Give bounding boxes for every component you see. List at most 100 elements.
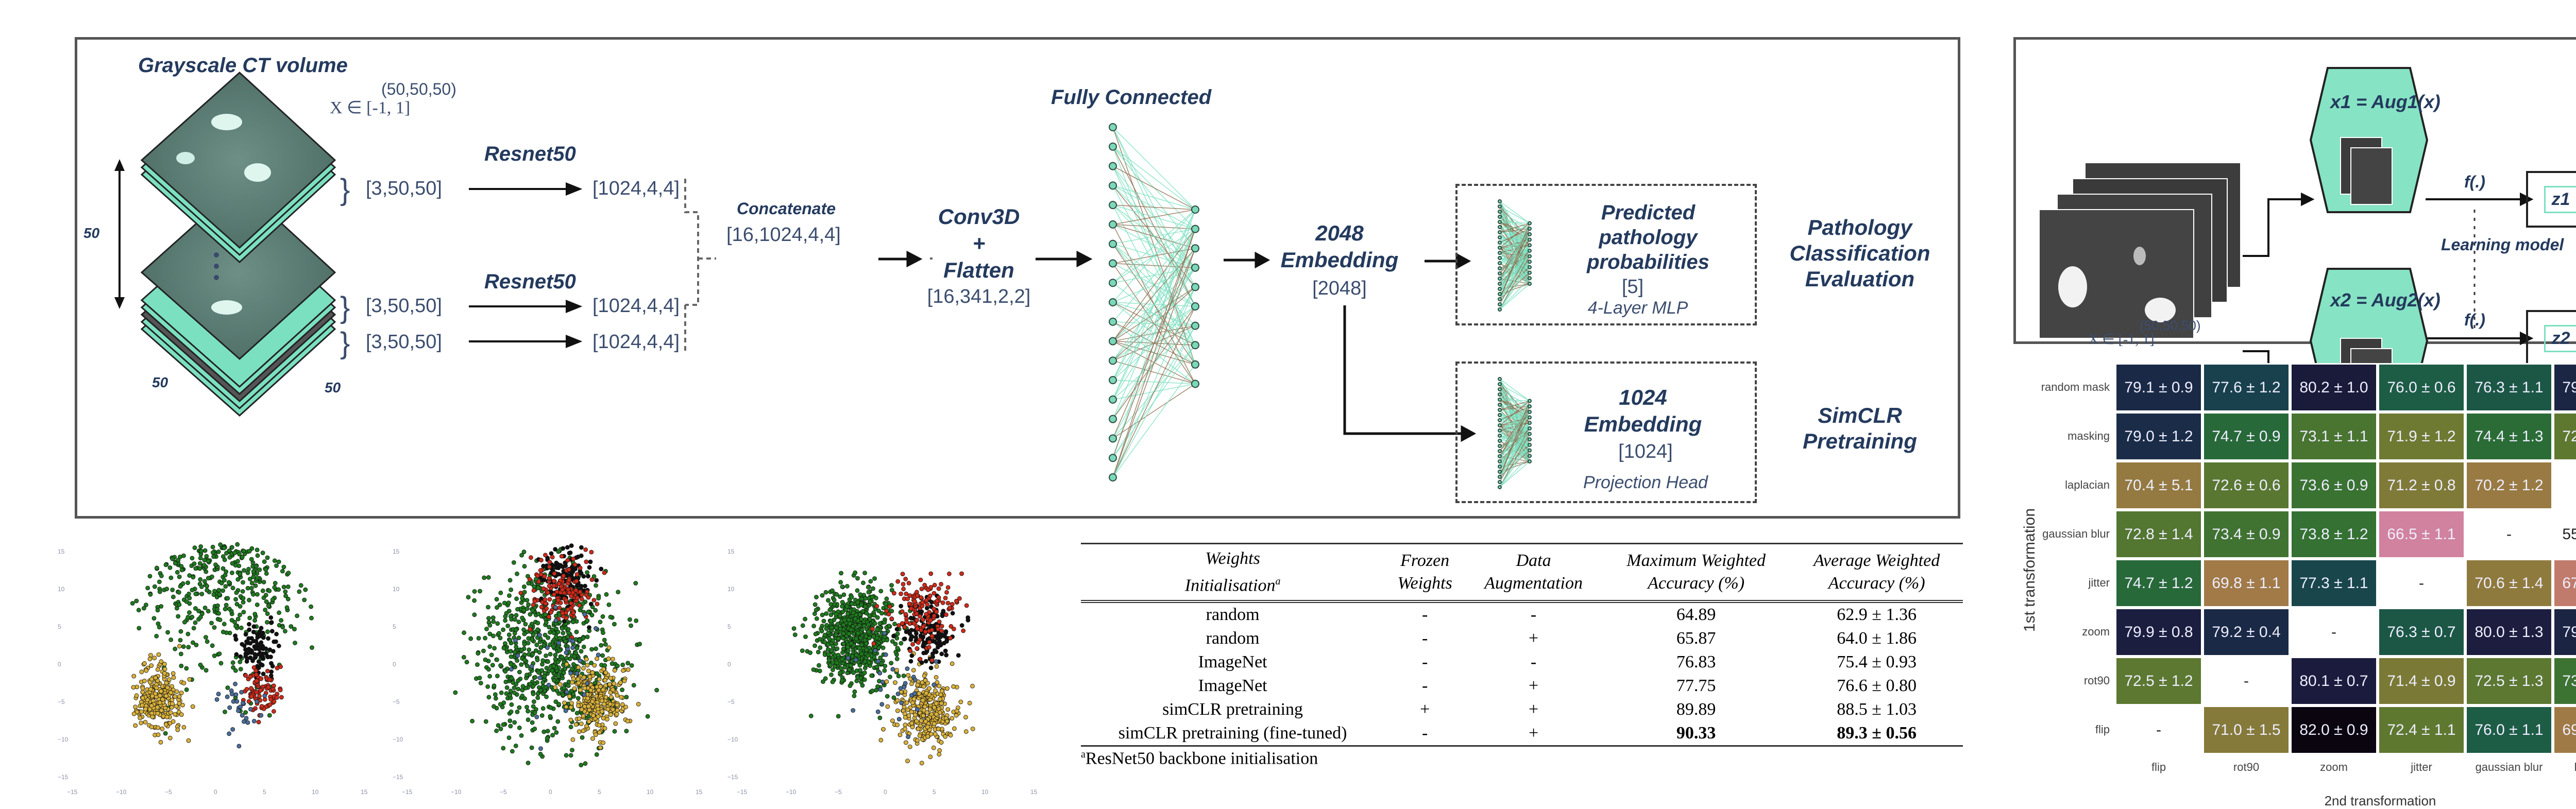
tsne-point [140, 685, 145, 691]
tsne-point [934, 609, 939, 614]
tsne-point [154, 685, 159, 691]
tsne-point [550, 733, 555, 738]
tsne-point [140, 690, 145, 695]
tsne-point [180, 581, 185, 586]
tsne-point [855, 600, 860, 605]
tsne-point [503, 669, 508, 674]
tsne-point [293, 641, 297, 645]
tsne-point [521, 608, 527, 613]
tsne-point [570, 748, 574, 753]
tsne-point [534, 714, 539, 719]
tsne-point [148, 686, 153, 692]
tsne-point [836, 636, 841, 641]
tsne-point [171, 675, 176, 680]
tsne-point [503, 679, 509, 684]
tsne-point [269, 620, 274, 625]
tsne-point [896, 674, 901, 679]
tsne-point [948, 624, 954, 629]
fc-connection [1499, 400, 1530, 426]
tsne-point [924, 598, 929, 603]
tsne-point [262, 697, 267, 702]
tsne-point [950, 716, 955, 721]
tsne-point [581, 728, 586, 733]
tsne-point [512, 685, 517, 691]
tsne-point [253, 639, 259, 644]
tsne-point [859, 651, 864, 657]
tsne-point [250, 658, 255, 663]
tsne-point [581, 714, 586, 718]
tsne-point [574, 583, 580, 588]
tsne-point [147, 707, 152, 712]
cell-init: random [1206, 605, 1260, 625]
tsne-point [875, 709, 880, 714]
tsne-point [791, 626, 796, 631]
tsne-point [173, 712, 178, 717]
tsne-point [257, 567, 262, 572]
tsne-point [240, 713, 245, 718]
fc-node [1498, 454, 1502, 458]
tsne-point [236, 708, 241, 713]
tsne-point [606, 656, 611, 661]
tsne-point [178, 584, 183, 589]
cell-max-acc: 65.87 [1676, 629, 1716, 648]
tsne-point [252, 652, 258, 657]
fc-connection [1499, 406, 1530, 410]
tsne-point [553, 699, 558, 704]
tsne-point [178, 554, 183, 559]
tsne-point [585, 618, 590, 623]
tsne-point [531, 699, 536, 704]
tsne-point [167, 565, 173, 570]
tsne-point [247, 627, 252, 632]
tsne-y-tick: 15 [58, 548, 65, 555]
fc-node [1528, 454, 1532, 458]
heatmap-cell: 82.0 ± 0.9 [2290, 705, 2378, 754]
tsne-point [175, 727, 180, 732]
tsne-point [956, 653, 961, 658]
tsne-point [173, 561, 178, 566]
tsne-point [574, 646, 580, 651]
tsne-point [591, 713, 596, 718]
tsne-point [217, 651, 222, 656]
tsne-point [522, 631, 527, 636]
tsne-point [879, 661, 884, 666]
tsne-point [494, 728, 499, 733]
tsne-point [611, 707, 616, 712]
tsne-point [938, 697, 942, 702]
tsne-point [948, 635, 953, 641]
tsne-point [602, 701, 606, 707]
fc-connection [1112, 209, 1196, 400]
tsne-point [615, 663, 620, 668]
tsne-point [266, 684, 271, 690]
tsne-point [498, 635, 503, 641]
fc-node [1498, 256, 1502, 260]
tsne-point [156, 725, 161, 730]
tsne-point [608, 712, 613, 717]
tsne-point [842, 665, 848, 670]
heatmap-cell: 67.9 ± 6.9 [2553, 559, 2576, 608]
tsne-y-tick: 5 [393, 623, 396, 630]
tsne-point [925, 602, 930, 607]
tsne-point [569, 543, 574, 548]
tsne-point [891, 695, 896, 700]
ct-slices-2d [2039, 163, 2240, 339]
tsne-point [600, 614, 605, 619]
tsne-point [909, 721, 914, 726]
tsne-point [597, 677, 602, 682]
tsne-point [234, 652, 239, 657]
tsne-point [939, 582, 944, 587]
tsne-point [564, 598, 569, 603]
tsne-point [144, 668, 149, 673]
tsne-point [516, 686, 521, 692]
fc-node [1528, 432, 1532, 436]
fc-connection [1499, 439, 1530, 488]
tsne-point [914, 611, 919, 616]
tsne-point [859, 603, 864, 607]
tsne-point [565, 545, 570, 550]
tsne-point [196, 609, 201, 613]
tsne-point [159, 659, 164, 664]
tsne-point [486, 575, 491, 580]
tsne-point [262, 693, 267, 698]
tsne-point [890, 718, 895, 724]
tsne-point [808, 713, 814, 718]
